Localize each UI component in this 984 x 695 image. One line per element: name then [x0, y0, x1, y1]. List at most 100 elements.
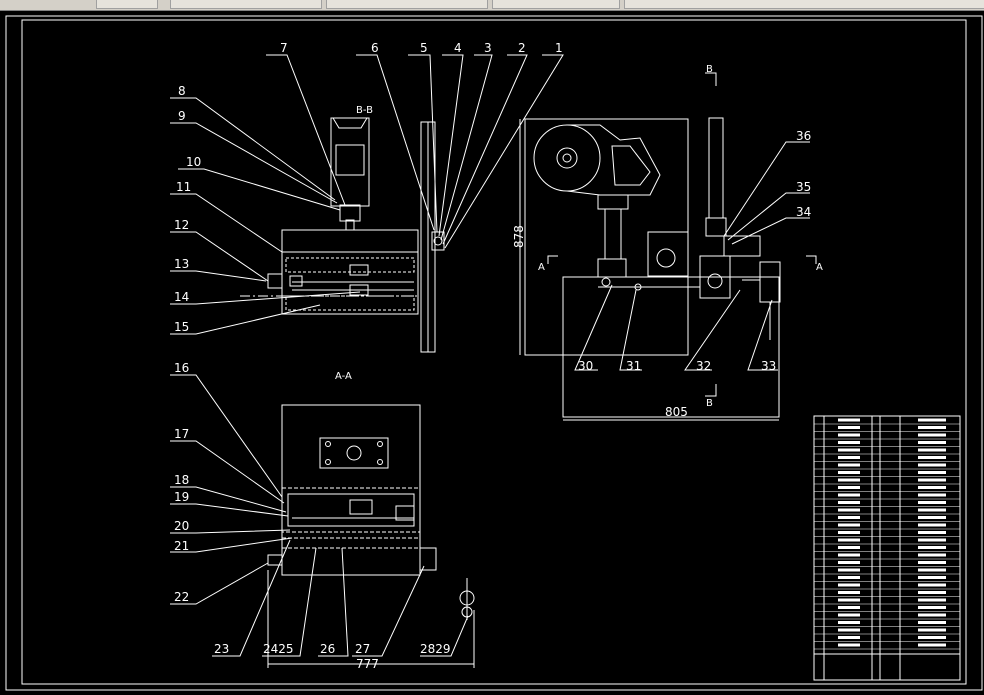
table-cell-mark — [838, 523, 860, 527]
part-label: 7 — [280, 41, 288, 55]
table-cell-mark — [838, 456, 860, 459]
table-cell-mark — [838, 583, 860, 587]
table-cell-mark — [838, 598, 860, 602]
part-label: 18 — [174, 473, 189, 487]
table-cell-mark — [918, 546, 946, 549]
toolbar-field[interactable] — [624, 0, 984, 9]
leaders-right — [574, 141, 810, 371]
table-cell-mark — [838, 576, 860, 579]
section-mark: A — [816, 262, 823, 273]
part-label: 5 — [420, 41, 428, 55]
assembly-drawing: 7 6 5 4 3 2 1 8 9 10 11 12 13 14 15 16 1… — [5, 15, 983, 691]
dimension-label: 805 — [665, 405, 688, 419]
table-cell-mark — [838, 531, 860, 534]
part-label: 16 — [174, 361, 189, 375]
table-cell-mark — [838, 486, 860, 489]
table-cell-mark — [838, 628, 860, 632]
table-cell-mark — [838, 561, 860, 564]
toolbar-button[interactable] — [96, 0, 158, 9]
table-cell-mark — [838, 463, 860, 467]
table-cell-mark — [918, 628, 946, 632]
part-label: 26 — [320, 642, 335, 656]
table-cell-mark — [918, 598, 946, 602]
table-cell-mark — [838, 546, 860, 549]
table-cell-mark — [918, 478, 946, 482]
part-label: 13 — [174, 257, 189, 271]
inner-frame — [21, 19, 967, 685]
table-cell-mark — [838, 448, 860, 452]
part-label: 23 — [214, 642, 229, 656]
part-label: 6 — [371, 41, 379, 55]
part-label: 12 — [174, 218, 189, 232]
part-label: 21 — [174, 539, 189, 553]
table-cell-mark — [838, 568, 860, 572]
table-cell-mark — [838, 553, 860, 557]
part-label: 34 — [796, 205, 811, 219]
toolbar-strip — [0, 0, 984, 11]
table-cell-mark — [918, 568, 946, 572]
table-cell-mark — [838, 643, 860, 647]
dimension-label: 777 — [356, 657, 379, 671]
part-label: 15 — [174, 320, 189, 334]
part-label: 2829 — [420, 642, 451, 656]
table-cell-mark — [918, 448, 946, 452]
leaders-aa — [170, 374, 469, 657]
part-label: 33 — [761, 359, 776, 373]
part-label: 19 — [174, 490, 189, 504]
table-cell-mark — [918, 613, 946, 617]
table-cell-mark — [838, 426, 860, 429]
section-mark: B — [706, 64, 713, 75]
table-cell-mark — [838, 591, 860, 594]
table-cell-mark — [918, 493, 946, 497]
dimension-label: 878 — [512, 225, 526, 248]
part-label: 10 — [186, 155, 201, 169]
toolbar-field[interactable] — [492, 0, 620, 9]
table-cell-mark — [838, 433, 860, 437]
toolbar-field[interactable] — [170, 0, 322, 9]
part-label: 11 — [176, 180, 191, 194]
table-cell-mark — [838, 508, 860, 512]
table-cell-mark — [918, 463, 946, 467]
section-label: B-B — [356, 105, 373, 116]
table-cell-mark — [918, 516, 946, 519]
part-label: 9 — [178, 109, 186, 123]
table-cell-mark — [918, 508, 946, 512]
section-mark: A — [538, 262, 545, 273]
table-cell-mark — [838, 621, 860, 624]
table-cell-mark — [918, 606, 946, 609]
table-cell-mark — [838, 441, 860, 444]
part-label: 32 — [696, 359, 711, 373]
table-cell-mark — [918, 553, 946, 557]
table-cell-mark — [918, 501, 946, 504]
table-cell-mark — [838, 606, 860, 609]
part-label: 8 — [178, 84, 186, 98]
part-label: 2 — [518, 41, 526, 55]
table-cell-mark — [918, 433, 946, 437]
table-cell-mark — [918, 418, 946, 422]
table-cell-mark — [918, 426, 946, 429]
table-cell-mark — [838, 471, 860, 474]
table-cell-mark — [918, 456, 946, 459]
table-cell-mark — [918, 621, 946, 624]
table-cell-mark — [838, 501, 860, 504]
view-right — [519, 72, 817, 421]
view-aa — [267, 404, 475, 668]
toolbar-field[interactable] — [326, 0, 488, 9]
part-label: 27 — [355, 642, 370, 656]
section-label: A-A — [335, 371, 352, 382]
table-cell-mark — [918, 636, 946, 639]
table-cell-mark — [918, 441, 946, 444]
parts-table — [813, 415, 961, 681]
part-label: 14 — [174, 290, 189, 304]
table-cell-mark — [838, 418, 860, 422]
leaders-left — [170, 54, 564, 335]
table-cell-mark — [918, 576, 946, 579]
table-cell-mark — [918, 531, 946, 534]
part-label: 35 — [796, 180, 811, 194]
table-cell-mark — [918, 643, 946, 647]
part-label: 4 — [454, 41, 462, 55]
table-cell-mark — [838, 493, 860, 497]
part-label: 22 — [174, 590, 189, 604]
table-cell-mark — [838, 636, 860, 639]
